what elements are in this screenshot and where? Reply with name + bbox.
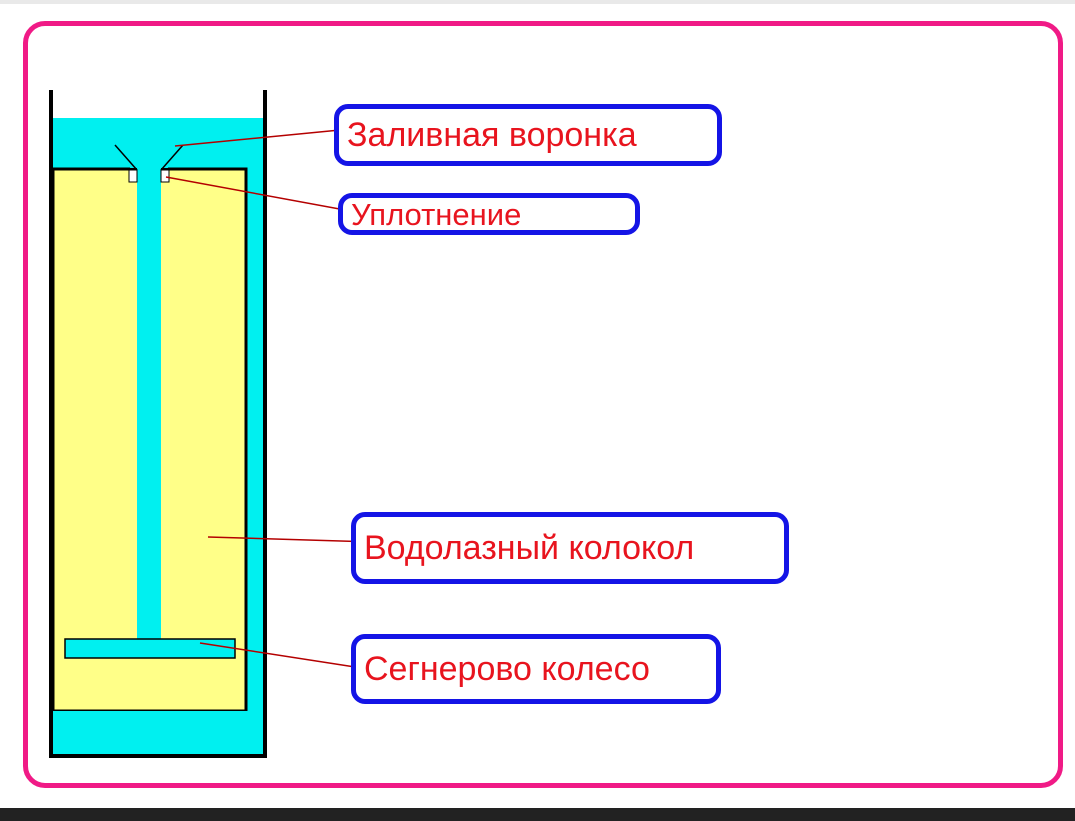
bottom-water [53,711,264,755]
top-edge-strip [0,0,1075,4]
seal-right [160,169,170,183]
label-diving-bell: Водолазный колокол [351,512,789,584]
diagram-frame [23,21,1063,788]
label-segner-wheel-text: Сегнерово колесо [364,650,650,688]
label-seal: Уплотнение [338,193,640,235]
central-tube [137,166,161,641]
segner-wheel [64,638,236,659]
funnel-edge-right [160,144,184,171]
leader-wheel [199,642,356,668]
label-seal-text: Уплотнение [351,196,522,232]
label-funnel-text: Заливная воронка [347,116,637,154]
seal-left [128,169,138,183]
leader-funnel [174,129,341,147]
funnel-edge-left [114,144,138,171]
funnel-mouth [130,148,168,168]
leader-seal [165,176,346,211]
label-segner-wheel: Сегнерово колесо [351,634,721,704]
bottom-edge-strip [0,808,1075,821]
label-diving-bell-text: Водолазный колокол [364,529,695,567]
label-funnel: Заливная воронка [334,104,722,166]
